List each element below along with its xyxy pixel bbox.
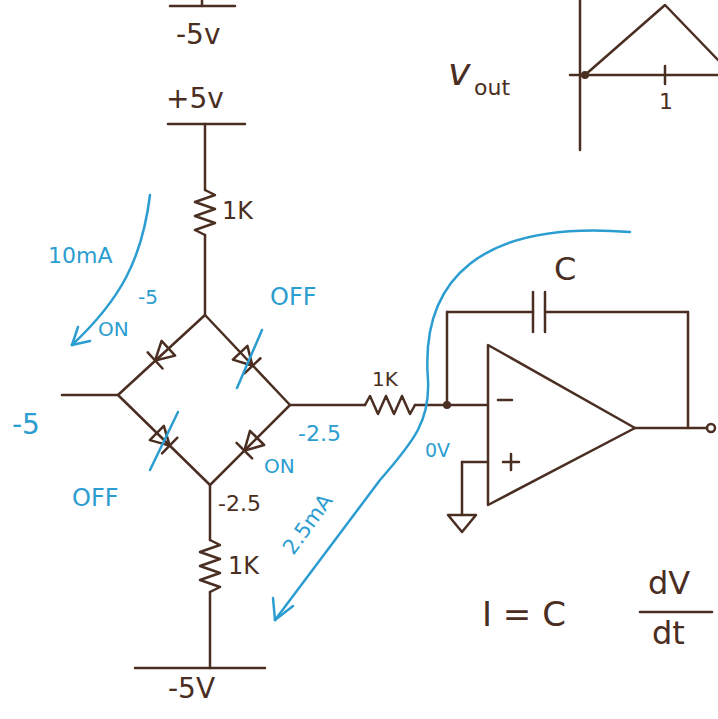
current-note: 10mA [48, 244, 112, 268]
wire [635, 427, 707, 430]
graph-dot [581, 71, 589, 79]
plus-sign [510, 454, 513, 470]
supply-voltage: +5v [166, 84, 224, 115]
capacitor-symbol [532, 292, 535, 332]
supply-rail [168, 123, 245, 126]
diode-symbol [237, 430, 265, 458]
diode-symbol [149, 425, 177, 453]
diode-state: ON [264, 455, 295, 477]
wire [446, 312, 449, 405]
ground-symbol [448, 515, 476, 532]
off-slash [237, 330, 262, 388]
signal-subscript: out [474, 76, 510, 100]
resistor-symbol [200, 540, 220, 592]
resistor-symbol [365, 396, 415, 414]
wire [461, 462, 464, 515]
wire [62, 394, 118, 397]
junction-dot [443, 401, 451, 409]
off-slash [150, 412, 178, 470]
resistor-value: 1K [372, 368, 398, 390]
axis-tick-label: 1 [659, 90, 673, 114]
formula: I = C [482, 596, 566, 633]
node-voltage: -2.5 [218, 492, 261, 516]
wire [209, 485, 212, 540]
signal-name: v [448, 52, 471, 94]
triangle-wave [585, 5, 718, 75]
input-voltage: -5 [12, 410, 40, 441]
current-arrow [72, 195, 150, 345]
wire [545, 311, 688, 314]
arrow-head [72, 341, 90, 345]
supply-voltage: -5v [176, 20, 221, 51]
diode-symbol [148, 340, 176, 368]
output-terminal [707, 424, 715, 432]
graph-axis [570, 74, 718, 77]
supply-rail [135, 667, 265, 670]
formula: dt [652, 616, 685, 651]
wire [290, 404, 365, 407]
wire [204, 235, 207, 315]
graph-tick [664, 66, 667, 84]
current-arrow [275, 230, 630, 620]
diode-state: OFF [72, 485, 119, 511]
diode-state: ON [98, 318, 129, 340]
wire [447, 311, 533, 314]
node-voltage: -2.5 [298, 422, 341, 446]
node-voltage: -5 [138, 286, 158, 308]
supply-voltage: -5V [168, 674, 215, 705]
resistor-value: 1K [228, 553, 259, 579]
fraction-bar [640, 611, 712, 614]
resistor-symbol [195, 190, 215, 235]
resistor-value: 1K [222, 198, 253, 224]
wire [209, 592, 212, 668]
wire [201, 0, 204, 6]
node-voltage: 0V [425, 440, 450, 461]
arrow-head [275, 606, 293, 620]
diode-state: OFF [270, 284, 317, 310]
formula: dV [648, 566, 690, 601]
arrow-head [273, 598, 275, 620]
minus-sign [498, 399, 512, 402]
component-name: C [554, 252, 576, 287]
wire [462, 461, 488, 464]
arrow-head [72, 327, 78, 345]
wire [204, 124, 207, 190]
opamp-symbol [488, 345, 635, 505]
wire [687, 312, 690, 428]
